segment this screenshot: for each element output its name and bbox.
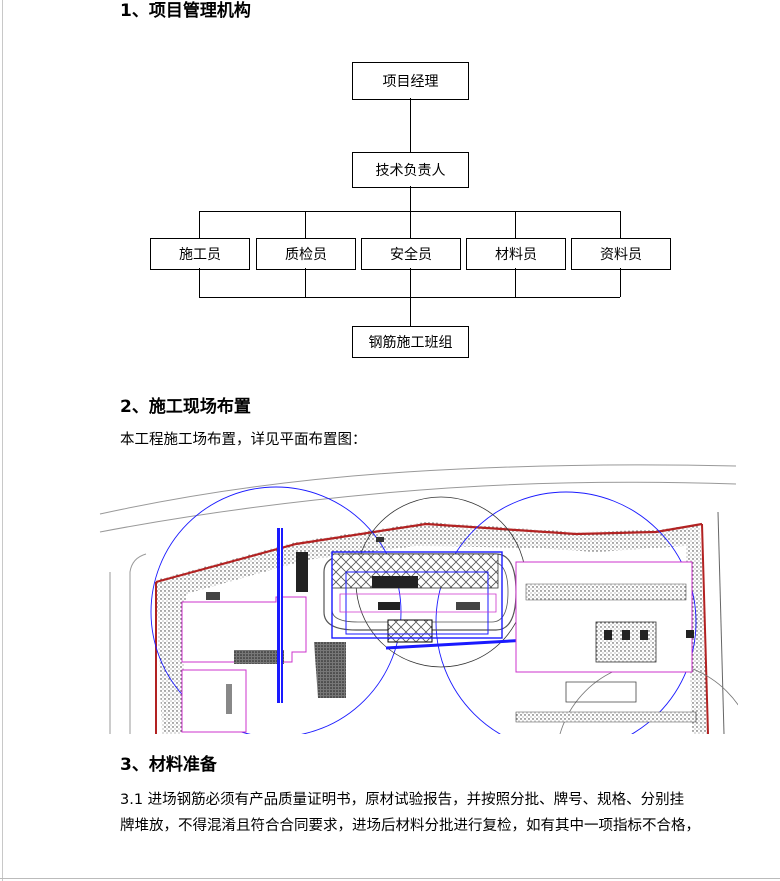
org-connector [410,98,411,152]
org-connector [199,211,620,212]
section-heading-org: 1、项目管理机构 [120,1,251,21]
site-description: 本工程施工场布置，详见平面布置图： [120,432,367,448]
org-box-staff: 施工员 [150,238,250,270]
org-connector [620,268,621,297]
site-plan-image [96,462,738,734]
org-connector [199,297,620,298]
org-connector [305,211,306,238]
org-connector [305,268,306,297]
org-connector [515,211,516,238]
material-paragraph-line-1: 3.1 进场钢筋必须有产品质量证明书，原材试验报告，并按照分批、牌号、规格、分别… [120,792,685,808]
org-box-staff: 材料员 [466,238,566,270]
org-connector [515,268,516,297]
material-paragraph-line-2: 牌堆放，不得混淆且符合合同要求，进场后材料分批进行复检，如有其中一项指标不合格， [120,818,700,834]
org-connector [410,211,411,238]
section-heading-site: 2、施工现场布置 [120,397,251,417]
org-connector [199,268,200,297]
org-box-tech-lead: 技术负责人 [352,152,469,188]
org-connector [199,211,200,238]
org-box-staff: 安全员 [361,238,461,270]
org-box-staff: 资料员 [571,238,671,270]
page-bottom-line [0,878,780,879]
org-box-manager: 项目经理 [352,62,469,100]
org-box-staff: 质检员 [256,238,356,270]
org-box-team: 钢筋施工班组 [352,326,469,358]
org-connector [410,186,411,211]
section-heading-material: 3、材料准备 [120,755,217,775]
page-margin-line [2,0,3,881]
org-connector [620,211,621,238]
